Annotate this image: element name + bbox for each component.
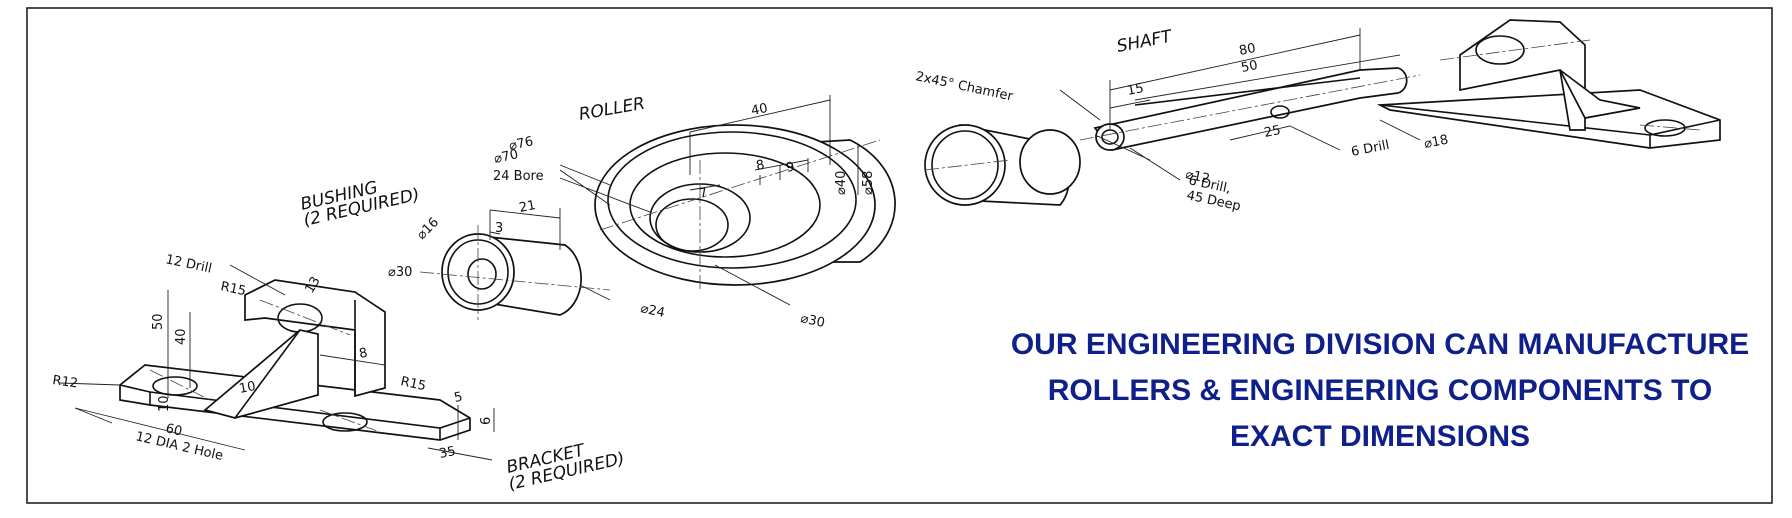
tagline-line-3: EXACT DIMENSIONS — [1229, 420, 1531, 453]
dim-bushing-d24: ⌀24 — [639, 301, 666, 321]
bracket-part-right — [1376, 19, 1721, 149]
dim-drill-6b: 6 Drill — [1350, 138, 1391, 160]
dim-roller-40: 40 — [750, 101, 769, 119]
dim-bushing-21: 21 — [518, 198, 537, 216]
dim-bracket-8: 8 — [358, 346, 369, 362]
dim-bracket-r15b: R15 — [399, 374, 427, 394]
dim-roller-d40: ⌀40 — [834, 171, 849, 195]
flange-bushing-part — [924, 123, 1081, 206]
dim-roller-9: 9 — [785, 160, 796, 176]
dim-shaft-d12: ⌀12 — [1184, 167, 1211, 187]
dim-roller-d76: ⌀76 — [508, 134, 535, 154]
dim-bracket-60: 60 — [164, 421, 183, 439]
tagline: OUR ENGINEERING DIVISION CAN MANUFACTURE… — [935, 322, 1792, 460]
label-roller: ROLLER — [577, 94, 646, 125]
dim-shaft-15: 15 — [1126, 81, 1145, 99]
tagline-line-2: ROLLERS & ENGINEERING COMPONENTS TO — [1047, 374, 1713, 407]
dim-bushing-3: 3 — [495, 221, 503, 236]
dim-roller-d30: ⌀30 — [799, 311, 826, 331]
dim-bracket-6: 6 — [479, 417, 494, 425]
dim-roller-bore: 24 Bore — [493, 169, 544, 184]
frame-border — [26, 7, 1773, 504]
dim-roller-8: 8 — [755, 158, 766, 174]
tagline-line-1: OUR ENGINEERING DIVISION CAN MANUFACTURE — [1010, 328, 1750, 361]
dim-shaft-80: 80 — [1238, 41, 1257, 59]
dim-bracket-40: 40 — [174, 328, 189, 345]
dim-roller-d58: ⌀58 — [861, 171, 876, 195]
dim-shaft-50: 50 — [1240, 58, 1259, 76]
dim-bushing-d16: ⌀16 — [414, 215, 442, 243]
dim-bracket-10-rib: 10 — [238, 379, 257, 397]
shaft-part — [1059, 28, 1421, 181]
dim-bracket-5: 5 — [453, 390, 464, 406]
bracket-part — [59, 264, 495, 461]
dim-shaft-d18: ⌀18 — [1423, 133, 1450, 152]
roller-part — [559, 95, 896, 306]
dim-bracket-r15a: R15 — [219, 279, 247, 299]
bushing-part — [419, 208, 611, 320]
dim-bracket-35: 35 — [438, 444, 457, 462]
dim-bushing-d30: ⌀30 — [388, 265, 412, 280]
dim-bracket-50: 50 — [151, 313, 166, 330]
label-shaft: SHAFT — [1115, 26, 1175, 57]
dim-shaft-25: 25 — [1263, 123, 1282, 141]
dim-bracket-r12: R12 — [51, 373, 78, 391]
dim-bracket-10-base: 10 — [157, 395, 172, 412]
dim-chamfer: 2x45° Chamfer — [914, 69, 1015, 104]
dim-bracket-drill12: 12 Drill — [164, 252, 213, 276]
dim-roller-d70: ⌀70 — [493, 147, 520, 167]
dim-roller-7: 7 — [698, 186, 709, 202]
dim-bracket-13: 13 — [302, 274, 323, 296]
